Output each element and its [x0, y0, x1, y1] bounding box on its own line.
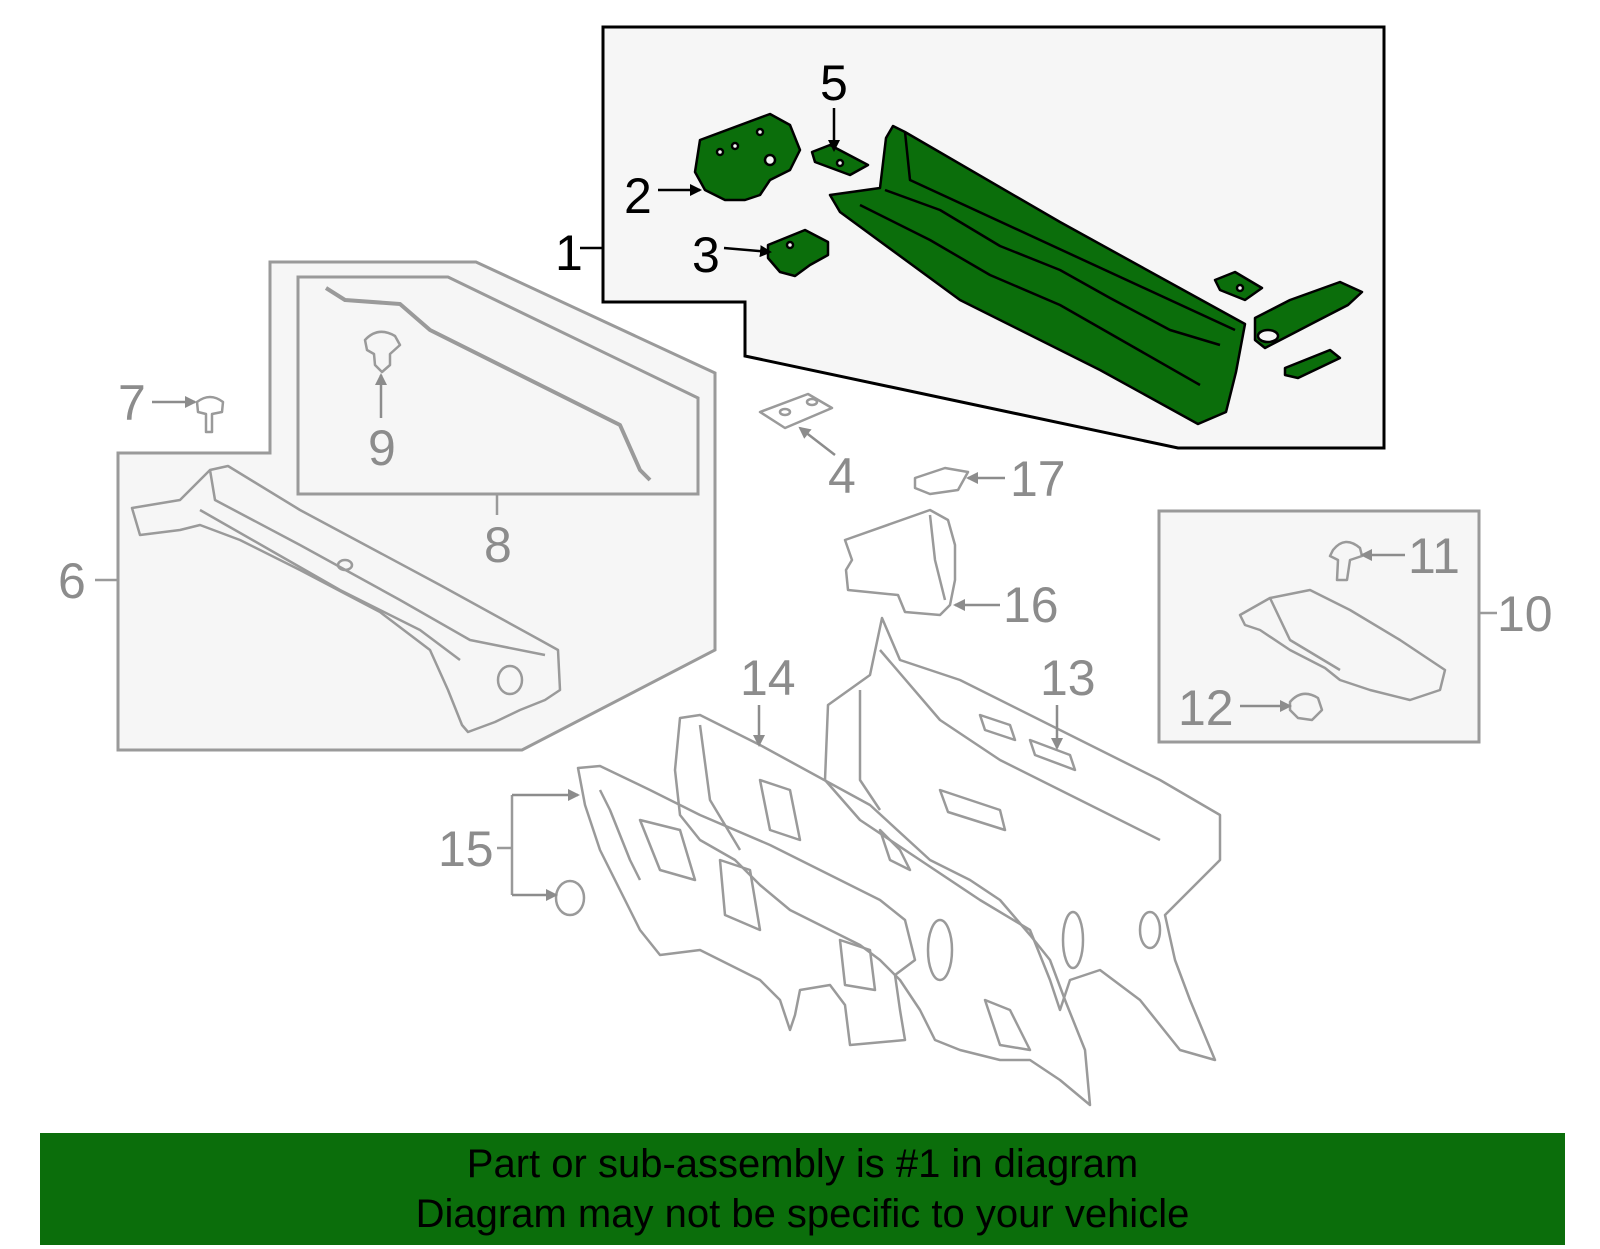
callout-14: 14 [740, 650, 796, 706]
callout-13: 13 [1040, 650, 1096, 706]
callout-17: 17 [1010, 451, 1066, 507]
callout-5: 5 [820, 55, 848, 111]
callout-10: 10 [1497, 586, 1553, 642]
callout-7: 7 [118, 375, 146, 431]
callout-11: 11 [1408, 528, 1460, 584]
callout-8: 8 [484, 517, 512, 573]
callout-4: 4 [828, 448, 856, 504]
callout-1: 1 [555, 225, 583, 281]
banner-line-2: Diagram may not be specific to your vehi… [415, 1192, 1190, 1236]
other-parts [130, 286, 1447, 1107]
callout-16: 16 [1003, 577, 1059, 633]
callout-9: 9 [368, 420, 396, 476]
banner-line-1: Part or sub-assembly is #1 in diagram [466, 1142, 1139, 1186]
info-banner: Part or sub-assembly is #1 in diagram Di… [40, 1133, 1565, 1245]
leader-lines [95, 108, 1497, 901]
callout-12: 12 [1178, 680, 1234, 736]
part-1-cowl-panel [693, 112, 1364, 426]
callout-2: 2 [624, 168, 652, 224]
group-box-8 [296, 275, 700, 496]
callout-15: 15 [438, 821, 494, 877]
callout-6: 6 [58, 553, 86, 609]
callout-3: 3 [692, 227, 720, 283]
